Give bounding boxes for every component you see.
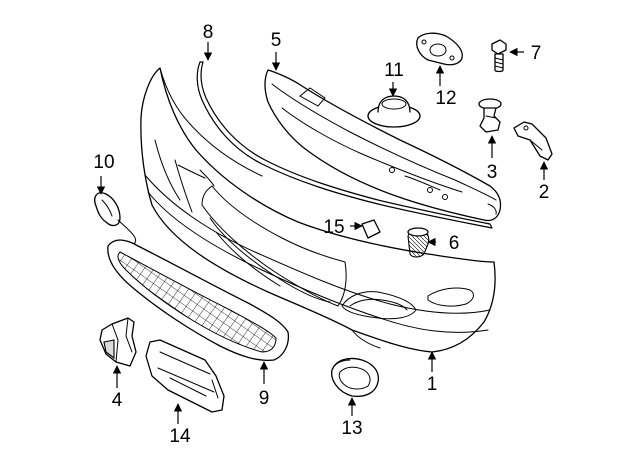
- mount-plate-part: [416, 32, 463, 66]
- plug-part: [361, 219, 381, 239]
- push-clip-part: [478, 98, 502, 133]
- callout-9: 9: [259, 388, 270, 409]
- callout-13: 13: [341, 418, 362, 439]
- callout-2: 2: [539, 182, 550, 203]
- license-plate-bracket-part: [145, 339, 225, 413]
- side-bracket-part: [99, 317, 137, 367]
- wire-clip-part: [94, 192, 137, 245]
- grommet-part: [367, 95, 421, 128]
- callout-12: 12: [435, 88, 456, 109]
- callout-3: 3: [487, 162, 498, 183]
- callout-11: 11: [384, 60, 404, 81]
- callout-6: 6: [449, 233, 460, 254]
- callout-5: 5: [271, 30, 282, 51]
- callout-15: 15: [323, 217, 344, 238]
- callout-14: 14: [169, 426, 191, 447]
- bumper-cover-part: [140, 67, 496, 353]
- bolt-part: [491, 39, 507, 73]
- bump-stop-part: [407, 227, 430, 258]
- callout-1: 1: [427, 374, 438, 395]
- bumper-reinforcement-part: [264, 69, 502, 222]
- fog-light-cover-part: [331, 357, 380, 398]
- callout-8: 8: [203, 22, 214, 43]
- grille-mesh-part: [107, 239, 290, 362]
- callout-10: 10: [93, 152, 114, 173]
- callout-4: 4: [112, 390, 123, 411]
- callout-7: 7: [531, 43, 542, 64]
- callout-leaders: [96, 42, 549, 424]
- callout-labels: 1 2 3 4 5 6 7 8 9 10 11 12 13 14 15: [93, 22, 549, 447]
- seal-strip-part: [196, 61, 493, 229]
- corner-bracket-part: [513, 121, 553, 161]
